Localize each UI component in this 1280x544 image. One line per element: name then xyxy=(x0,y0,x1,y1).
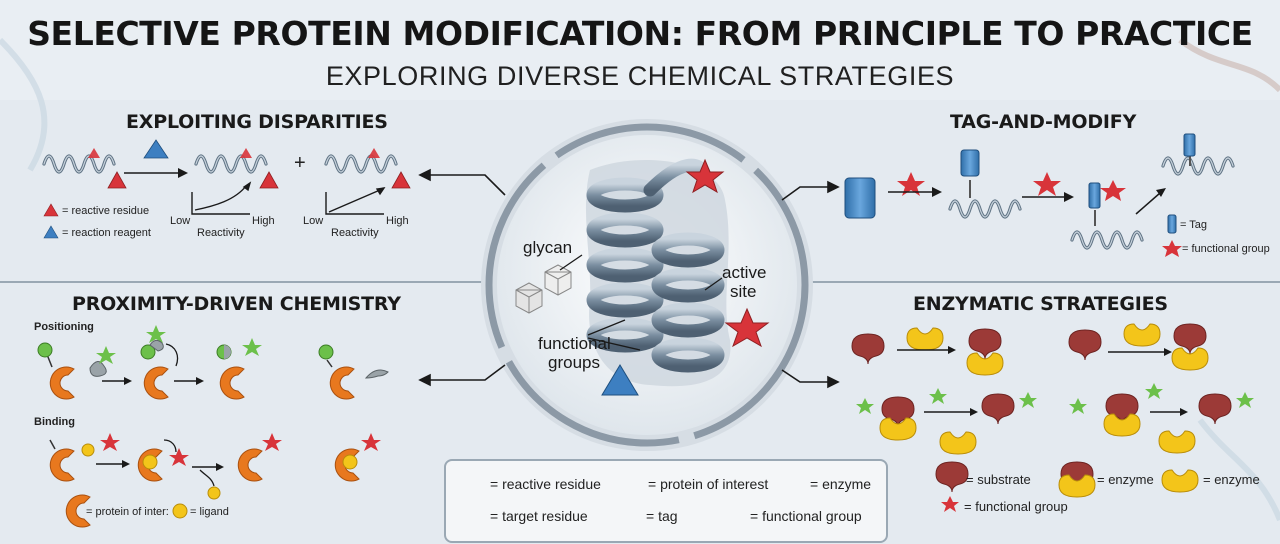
active-site-star xyxy=(685,158,725,194)
legend-box xyxy=(444,459,888,543)
legend-functional-group-main: = functional group xyxy=(750,508,862,524)
functional-group-star xyxy=(724,307,770,348)
section-title-enzymatic: ENZYMATIC STRATEGIES xyxy=(913,293,1168,315)
section-title-tag-modify: TAG-AND-MODIFY xyxy=(950,111,1137,133)
label-functional-line2: groups xyxy=(548,353,600,372)
label-active-line1: active xyxy=(722,263,767,282)
label-active-line2: site xyxy=(730,282,757,301)
label-positioning: Positioning xyxy=(34,321,94,333)
legend-enzyme: = enzyme xyxy=(810,476,872,492)
label-glycan: glycan xyxy=(523,238,573,257)
legend-enzyme-maroon: = enzyme xyxy=(1097,472,1154,487)
legend-target-residue: = target residue xyxy=(490,508,588,524)
legend-protein-of-interest: = protein of interest xyxy=(648,476,769,492)
tag-modify-graphics xyxy=(844,133,1235,257)
enzymatic-graphics xyxy=(851,323,1254,512)
graph2-xlabel: Reactivity xyxy=(331,227,379,239)
label-functional-line1: functional xyxy=(538,334,611,353)
legend-ligand: = ligand xyxy=(190,506,229,518)
plus-sign: + xyxy=(294,152,306,174)
legend-reaction-reagent: = reaction reagent xyxy=(62,227,151,239)
legend-functional-group-enz: = functional group xyxy=(964,499,1068,514)
legend-reactive-residue-main: = reactive residue xyxy=(490,476,601,492)
legend-tag-main: = tag xyxy=(646,508,678,524)
glycan-cubes xyxy=(515,264,572,314)
graph1-high: High xyxy=(252,215,275,227)
proximity-graphics xyxy=(37,325,389,528)
graph2-low: Low xyxy=(303,215,324,227)
section-title-proximity: PROXIMITY-DRIVEN CHEMISTRY xyxy=(72,293,401,315)
exploit-graphics xyxy=(42,139,411,239)
legend-substrate: = substrate xyxy=(966,472,1031,487)
page-subtitle: EXPLORING DIVERSE CHEMICAL STRATEGIES xyxy=(325,61,955,91)
graph1-low: Low xyxy=(170,215,191,227)
graph1-xlabel: Reactivity xyxy=(197,227,245,239)
page-title: SELECTIVE PROTEIN MODIFICATION: FROM PRI… xyxy=(27,14,1253,53)
label-binding: Binding xyxy=(34,416,75,428)
legend-functional-group-tag: = functional group xyxy=(1182,243,1270,255)
section-title-exploiting: EXPLOITING DISPARITIES xyxy=(126,111,388,133)
legend-protein-of-interest-short: = protein of inter: xyxy=(86,506,169,518)
legend-tag: = Tag xyxy=(1180,219,1208,231)
legend-enzyme-yellow: = enzyme xyxy=(1203,472,1260,487)
legend-reactive-residue: = reactive residue xyxy=(62,205,150,217)
graph2-high: High xyxy=(386,215,409,227)
target-residue-triangle xyxy=(601,364,639,396)
